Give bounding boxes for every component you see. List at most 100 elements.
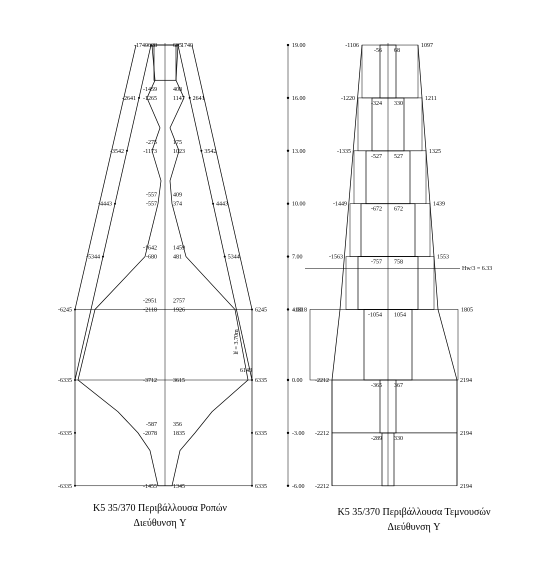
outer-moment-label-left: -6335 (58, 484, 72, 490)
inner-shear-label-left: -527 (371, 154, 382, 160)
elevation-label: 0.00 (292, 378, 303, 384)
inner-moment-label-right: 605 (173, 43, 182, 49)
inner-shear-label-left: -56 (374, 48, 382, 54)
secondary-envelope-left (74, 44, 137, 310)
hw-label: Hw/3 = 6.33 (462, 266, 492, 272)
elevation-label: 16.00 (292, 96, 306, 102)
shear-step-frame (357, 97, 423, 152)
right-caption-line2: Διεύθυνση Y (388, 522, 441, 533)
outer-moment-label-right: 2641 (193, 96, 205, 102)
outer-moment-label-left: -1740 (134, 43, 148, 49)
shear-step-frame (309, 309, 459, 381)
shear-step-frame (353, 150, 427, 204)
elevation-tick (286, 43, 290, 47)
inner-shear-label-right: 758 (394, 260, 403, 266)
lf-side-note: lf = 3.70m (233, 329, 240, 355)
moment-envelope-shape (77, 44, 249, 487)
outer-moment-label-left: -3542 (110, 149, 124, 155)
outer-moment-label-left: -5344 (86, 255, 100, 261)
node-marker (126, 149, 128, 152)
inner-shear-label-left: -324 (371, 101, 382, 107)
right-caption-line1: K5 35/370 Περιβάλλουσα Τεμνουσών (338, 507, 491, 518)
node-marker (200, 149, 203, 152)
inner-moment-label-left: -2078 (143, 431, 157, 437)
outer-shear-label-right: 2194 (460, 484, 472, 490)
elevation-tick (286, 255, 290, 258)
outer-envelope-right (177, 44, 253, 381)
inner-moment-label-left: -628 (146, 43, 157, 49)
inner-shear-label-left: -1054 (368, 312, 382, 318)
extra-moment-label: 6143 (240, 368, 252, 374)
inner-shear-label-right: 1054 (394, 312, 406, 318)
cross-moment-label-left: -2951 (143, 298, 157, 304)
node-marker (74, 379, 76, 381)
inner-moment-label-right: 1926 (173, 307, 185, 313)
inner-shear-label-left: -289 (371, 436, 382, 442)
inner-shear-label-right: 672 (394, 207, 403, 213)
cross-moment-label-left: -1642 (143, 246, 157, 252)
outer-shear-label-left: -2212 (315, 378, 329, 384)
inner-moment-label-left: -680 (146, 255, 157, 261)
outer-moment-label-right: 6335 (255, 484, 267, 490)
cross-moment-label-left: -1459 (143, 87, 157, 93)
inner-moment-label-right: 1835 (173, 431, 185, 437)
outer-shear-label-left: -2212 (315, 431, 329, 437)
elevation-tick (286, 149, 290, 153)
elevation-tick (286, 202, 290, 205)
inner-shear-label-right: 527 (394, 154, 403, 160)
outer-shear-label-right: 1325 (429, 149, 441, 155)
outer-moment-label-left: -6245 (58, 307, 72, 313)
shear-step-frame (361, 44, 419, 99)
outer-shear-label-right: 1553 (437, 255, 449, 261)
cross-moment-label-right: 175 (173, 140, 182, 146)
inner-shear-label-right: 330 (394, 436, 403, 442)
outer-moment-label-right: 5344 (228, 255, 240, 261)
outer-envelope-left (74, 44, 152, 381)
cross-moment-label-left: -557 (146, 193, 157, 199)
shear-outer-left (331, 45, 363, 486)
outer-shear-label-left: -1220 (341, 96, 355, 102)
elevation-axis: 19.0016.0013.0010.007.004.000.00-3.00-6.… (286, 43, 306, 490)
elevation-label: 10.00 (292, 202, 306, 208)
left-caption-line2: Διεύθυνση Y (134, 518, 187, 529)
outer-shear-label-right: 1211 (425, 96, 437, 102)
outer-moment-label-left: -2641 (122, 96, 136, 102)
outer-moment-label-left: -6335 (58, 431, 72, 437)
outer-shear-label-right: 1439 (433, 202, 445, 208)
node-marker (74, 484, 76, 487)
outer-moment-label-right: 6335 (255, 431, 267, 437)
inner-moment-label-left: -1455 (143, 484, 157, 490)
inner-shear-label-right: 330 (394, 101, 403, 107)
left-caption-line1: K5 35/370 Περιβάλλουσα Ροπών (93, 503, 227, 514)
node-marker (188, 96, 191, 99)
outer-moment-label-right: 1740 (181, 43, 193, 49)
outer-shear-label-right: 1805 (461, 307, 473, 313)
elevation-label: 4.00 (292, 307, 303, 313)
shear-step-frame (349, 203, 431, 257)
outer-shear-label-right: 2194 (460, 431, 472, 437)
node-marker (150, 44, 152, 47)
node-marker (102, 255, 104, 258)
cross-moment-label-right: 356 (173, 422, 182, 428)
elevation-tick (286, 378, 290, 382)
outer-shear-label-left: -1335 (337, 149, 351, 155)
elevation-label: -6.00 (292, 484, 305, 490)
outer-moment-label-left: -6335 (58, 378, 72, 384)
elevation-tick (286, 484, 290, 487)
node-marker (138, 96, 140, 99)
elevation-tick (286, 96, 290, 100)
elevation-label: 19.00 (292, 43, 306, 49)
cross-moment-label-left: -587 (146, 422, 157, 428)
outer-shear-label-right: 1097 (421, 43, 433, 49)
cross-moment-label-right: 408 (173, 87, 182, 93)
inner-moment-label-left: -1173 (143, 149, 157, 155)
inner-moment-label-left: -3712 (143, 378, 157, 384)
cross-moment-label-right: 409 (173, 193, 182, 199)
inner-shear-label-left: -757 (371, 260, 382, 266)
inner-shear-label-left: -672 (371, 207, 382, 213)
node-marker (251, 308, 253, 311)
inner-moment-label-left: -557 (146, 202, 157, 208)
